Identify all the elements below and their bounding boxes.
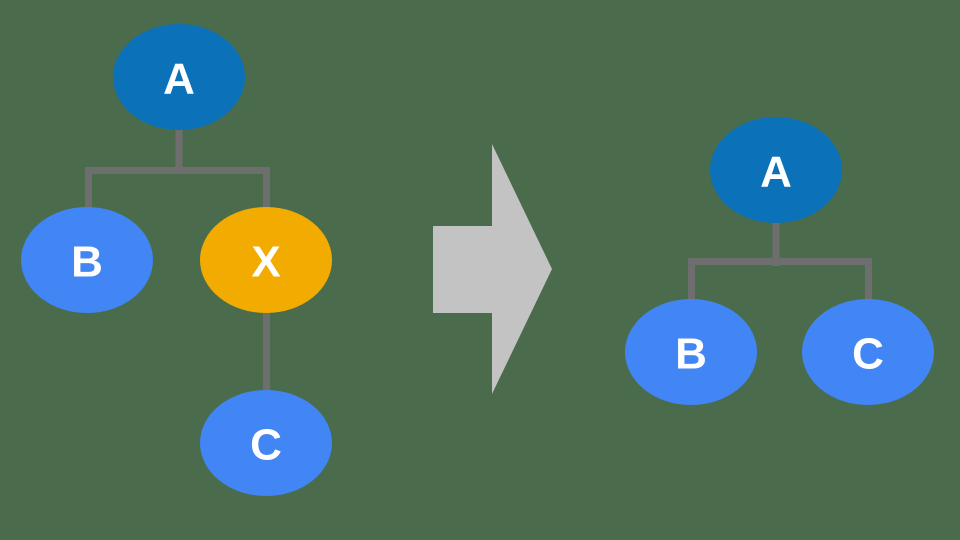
node-c-after-shape	[802, 299, 934, 405]
node-a-before-label: A	[163, 55, 195, 104]
transformation-arrow-icon	[433, 144, 552, 394]
node-c-before[interactable]: C	[200, 390, 332, 496]
node-x-before[interactable]: X	[200, 207, 332, 313]
edge-bus-to-b	[85, 167, 92, 215]
edge-bus2-to-b2	[688, 258, 695, 306]
after-tree-edges	[688, 216, 872, 306]
edge-a2-to-bus	[772, 216, 780, 266]
node-b-before-label: B	[71, 238, 103, 287]
before-tree-edges	[85, 124, 270, 398]
node-b-after[interactable]: B	[625, 299, 757, 405]
edge-bus2-horizontal	[688, 258, 872, 265]
node-c-before-shape	[200, 390, 332, 496]
edge-x-to-c	[263, 306, 270, 398]
node-x-before-label: X	[251, 238, 280, 287]
node-a-before[interactable]: A	[113, 24, 245, 130]
node-c-after-label: C	[852, 330, 884, 379]
edge-a-to-bus	[175, 124, 183, 174]
edge-bus-horizontal	[85, 167, 270, 174]
node-c-before-label: C	[250, 421, 282, 470]
edge-bus-to-x	[263, 167, 270, 215]
node-b-before-shape	[21, 207, 153, 313]
node-a-after[interactable]: A	[710, 117, 842, 223]
node-c-after[interactable]: C	[802, 299, 934, 405]
after-tree-nodes: A B C	[625, 117, 934, 405]
node-b-after-shape	[625, 299, 757, 405]
node-x-before-shape	[200, 207, 332, 313]
node-b-before[interactable]: B	[21, 207, 153, 313]
edge-bus2-to-c2	[865, 258, 872, 306]
node-a-before-shape	[113, 24, 245, 130]
before-tree-nodes: A B X C	[21, 24, 332, 496]
node-a-after-shape	[710, 117, 842, 223]
node-b-after-label: B	[675, 330, 707, 379]
node-a-after-label: A	[760, 148, 792, 197]
